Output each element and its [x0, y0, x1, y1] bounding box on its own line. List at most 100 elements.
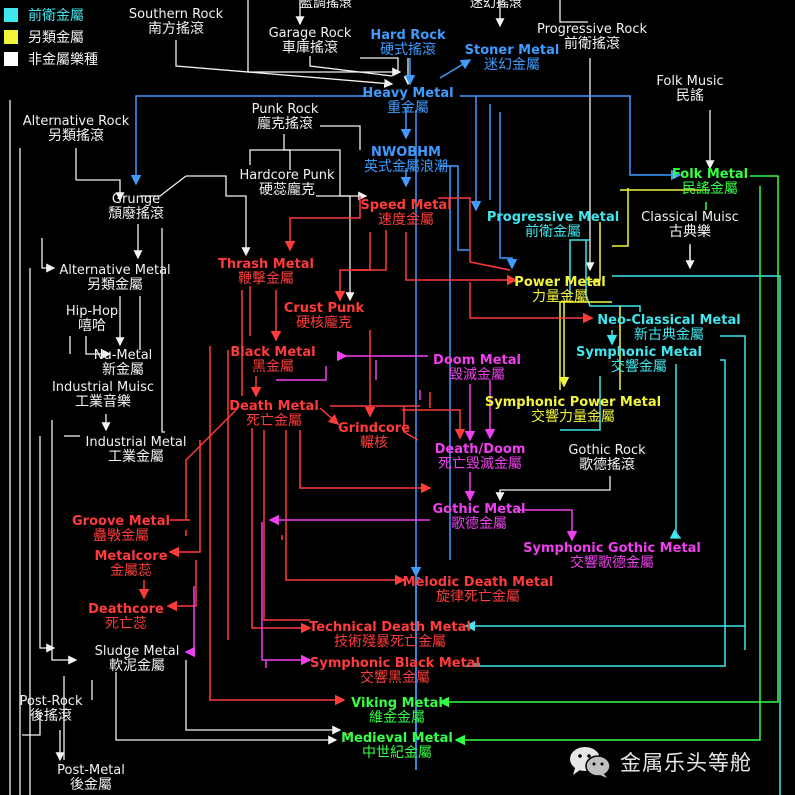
node-label-zh: 歌德金屬: [451, 516, 507, 532]
node-label-zh: 後搖滾: [30, 708, 72, 724]
node-label-zh: 工業金屬: [108, 449, 164, 465]
node-label-en: Black Metal: [230, 345, 316, 360]
node-label-zh: 民謠: [675, 88, 704, 104]
node-label-en: Garage Rock: [268, 26, 352, 41]
node-label-zh: 另類金屬: [86, 277, 143, 293]
legend-label: 另類金屬: [28, 30, 84, 46]
node-label-zh: 硬核龐克: [296, 315, 352, 331]
node-label-en: NWOBHM: [371, 145, 441, 160]
node-label-en: Alternative Rock: [22, 114, 130, 129]
node-label-en: Punk Rock: [251, 102, 319, 117]
legend-label: 非金屬樂種: [28, 52, 98, 68]
node-label-zh: 英式金屬浪潮: [364, 159, 448, 175]
node-label-zh: 交響力量金屬: [531, 409, 615, 425]
node-label-zh: 維金金屬: [369, 710, 425, 726]
node-label-en: Grindcore: [338, 421, 410, 436]
node-label-en: Gothic Rock: [568, 443, 646, 458]
node-label-zh: 硬式搖滾: [379, 42, 436, 58]
node-label-en: Melodic Death Metal: [402, 575, 554, 590]
node-label-zh: 毀滅金屬: [448, 367, 505, 383]
node-label-zh: 新古典金屬: [633, 327, 704, 343]
node-label-zh: 技術殘暴死亡金屬: [333, 634, 446, 650]
node-label-en: Crust Punk: [283, 301, 365, 316]
node-label-zh: 旋律死亡金屬: [436, 589, 520, 605]
node-label-zh: 死亡蕊: [105, 616, 147, 632]
legend-item: 前衛金屬: [4, 4, 124, 26]
node-label-en: Hip-Hop: [65, 304, 119, 319]
node-label-zh: 交響歌德金屬: [570, 555, 654, 571]
node-label-zh: 交響金屬: [610, 359, 667, 375]
legend-item: 另類金屬: [4, 26, 124, 48]
node-label-zh: 頹廢搖滾: [108, 206, 164, 222]
node-label-en: Grunge: [111, 192, 161, 207]
node-label-zh: 歌德搖滾: [579, 457, 635, 473]
node-label-zh: 黑金屬: [252, 359, 294, 375]
watermark: 金属乐头等舱: [568, 742, 752, 782]
node-label-en: Progressive Metal: [486, 210, 620, 225]
node-label-en: Gothic Metal: [432, 502, 526, 517]
node-label-en: Deathcore: [88, 602, 164, 617]
node-label-zh: 嘻哈: [78, 318, 106, 334]
node-label-en: Industrial Muisc: [51, 380, 155, 395]
node-label-en: Symphonic Metal: [575, 345, 703, 360]
node-label-en: Death/Doom: [434, 442, 526, 457]
node-label-zh: 鞭擊金屬: [238, 271, 294, 287]
partial-label-center: 迷幻搖滾: [470, 0, 523, 11]
node-label-en: Hard Rock: [370, 28, 446, 43]
legend-item: 非金屬樂種: [4, 48, 124, 70]
node-label-en: Post-Rock: [19, 694, 83, 709]
node-label-en: Symphonic Power Metal: [484, 395, 662, 410]
node-label-zh: 死亡金屬: [245, 413, 302, 429]
node-label-en: Medieval Metal: [341, 731, 453, 746]
node-label-zh: 重金屬: [386, 100, 429, 116]
legend-swatch: [4, 52, 18, 66]
